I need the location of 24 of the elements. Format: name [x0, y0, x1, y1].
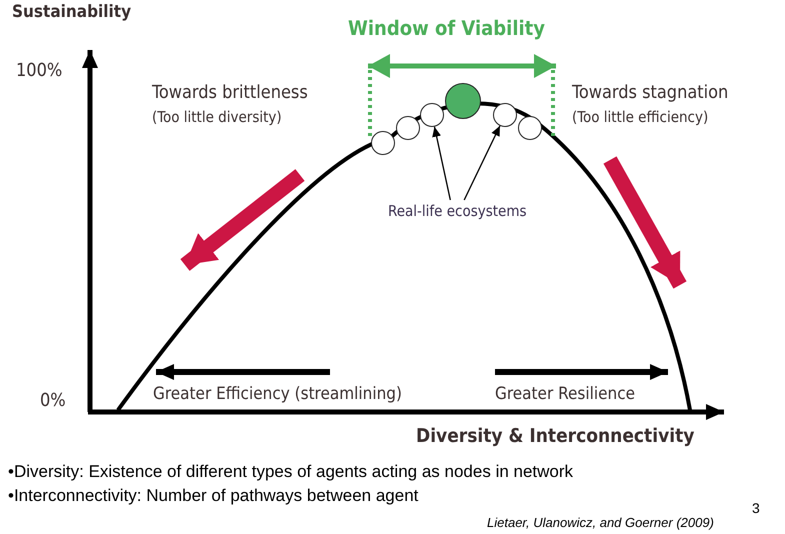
ecosystem-circle — [445, 83, 481, 119]
leader-line — [464, 126, 500, 200]
definition-text: •Interconnectivity: Number of pathways between agent — [8, 486, 418, 506]
axis-title: Diversity & Interconnectivity — [416, 425, 694, 447]
direction-label: Greater Resilience — [495, 384, 636, 404]
ecosystem-circle — [518, 116, 542, 140]
region-label: Towards stagnation — [572, 82, 728, 103]
direction-label: Greater Efficiency (streamlining) — [153, 384, 402, 404]
tick-label: 0% — [40, 390, 66, 411]
ecosystem-circle — [396, 116, 420, 140]
citation-text: Lietaer, Ulanowicz, and Goerner (2009) — [487, 515, 714, 530]
ecosystem-circle — [420, 103, 444, 127]
callout-label: Real-life ecosystems — [388, 202, 527, 220]
axis-title: Sustainability — [12, 2, 132, 22]
region-label: Towards brittleness — [152, 82, 308, 103]
ecosystem-circle — [493, 103, 517, 127]
tick-label: 100% — [16, 60, 62, 81]
window-title: Window of Viability — [348, 16, 545, 40]
leader-line — [432, 126, 451, 200]
page-number: 3 — [752, 500, 760, 516]
region-note: (Too little diversity) — [152, 108, 282, 126]
region-note: (Too little efficiency) — [572, 108, 708, 126]
definition-text: •Diversity: Existence of different types of agents acting as nodes in network — [8, 462, 574, 482]
ecosystem-circle — [371, 131, 395, 155]
